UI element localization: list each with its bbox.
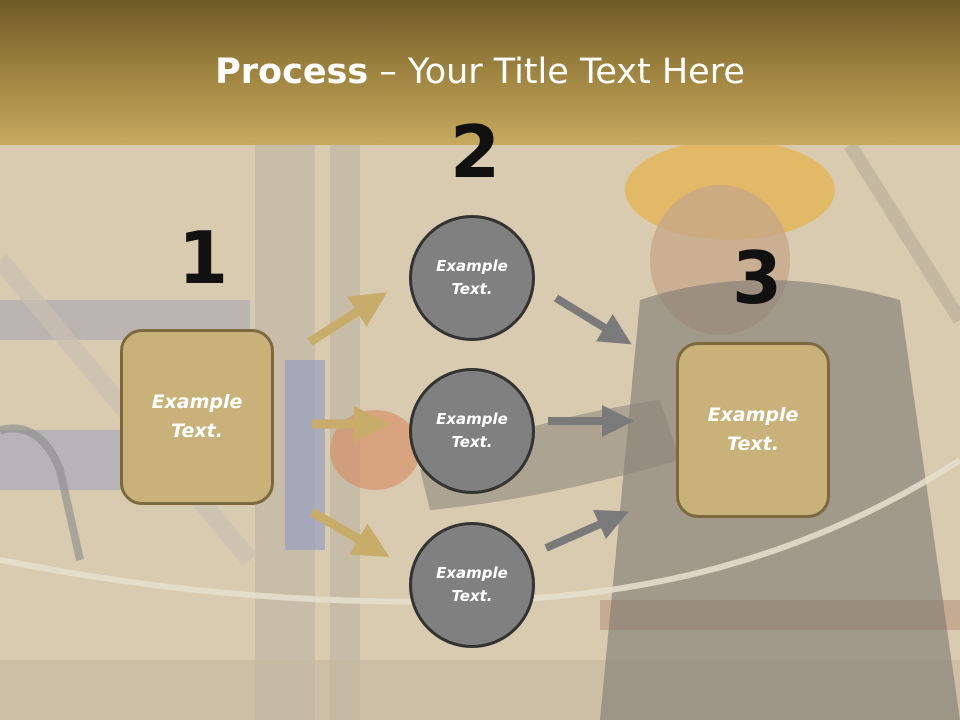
step-number-3: 3 — [732, 236, 783, 320]
title-bold: Process — [215, 52, 369, 92]
gray-arrow-up — [544, 509, 629, 552]
step-number-1: 1 — [178, 216, 229, 300]
gray-arrow-down — [553, 294, 632, 345]
title-bar — [0, 0, 960, 145]
slide-title: Process – Your Title Text Here — [0, 52, 960, 92]
title-rest: – Your Title Text Here — [368, 52, 745, 92]
gold-arrow-down — [309, 508, 390, 558]
gold-arrow-up — [307, 292, 388, 346]
step-number-2: 2 — [450, 110, 501, 194]
